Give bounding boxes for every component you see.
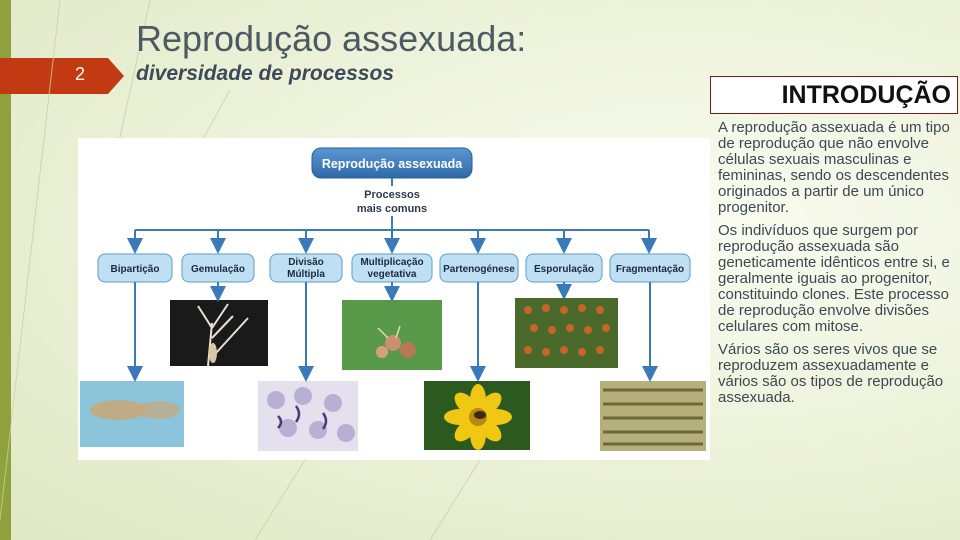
svg-text:Divisão: Divisão (288, 257, 324, 268)
process-node-fragmentacao: Fragmentação (609, 253, 691, 283)
branch-arrows (127, 230, 657, 254)
svg-text:Múltipla: Múltipla (287, 269, 325, 280)
connector-label-line1: Processos (364, 189, 420, 201)
process-node-biparticao: Bipartição (97, 253, 173, 283)
photo-fern-sori (515, 298, 618, 368)
svg-text:Multiplicação: Multiplicação (360, 257, 423, 268)
root-label: Reprodução assexuada (322, 157, 463, 171)
svg-text:Fragmentação: Fragmentação (616, 264, 684, 275)
process-node-divisao-multipla: Divisão Múltipla (269, 253, 343, 283)
photo-hydra-budding (170, 300, 268, 367)
svg-text:Partenogénese: Partenogénese (443, 264, 515, 275)
asexual-reproduction-diagram: Reprodução assexuada Processos mais comu… (78, 138, 710, 460)
process-node-esporulacao: Esporulação (525, 253, 603, 283)
photo-paramecium (80, 381, 184, 447)
paragraph-definition: A reprodução assexuada é um tipo de repr… (718, 119, 950, 216)
svg-text:Esporulação: Esporulação (534, 264, 594, 275)
photo-bee-flower (424, 381, 530, 450)
slide-number-arrow (108, 58, 124, 94)
process-node-gemulacao: Gemulação (181, 253, 255, 283)
slide-subtitle: diversidade de processos (136, 62, 394, 85)
root-node: Reprodução assexuada (311, 147, 473, 179)
slide-title: Reprodução assexuada: (136, 18, 527, 59)
process-node-multiplicacao-vegetativa: Multiplicação vegetativa (351, 253, 433, 283)
slide-number: 2 (74, 64, 85, 84)
svg-text:vegetativa: vegetativa (368, 269, 417, 280)
connector-label-line2: mais comuns (357, 203, 427, 215)
intro-heading: INTRODUÇÃO (781, 81, 951, 109)
photo-spirogyra-filaments (600, 381, 706, 451)
svg-text:Bipartição: Bipartição (111, 264, 160, 275)
photo-connector-arrows (127, 282, 658, 382)
intro-body: A reprodução assexuada é um tipo de repr… (718, 120, 958, 413)
paragraph-clones: Os indivíduos que surgem por reprodução … (718, 222, 950, 335)
intro-heading-box: INTRODUÇÃO (710, 76, 958, 114)
process-node-partenogenese: Partenogénese (439, 253, 519, 283)
photo-plasmodium-cells (258, 381, 358, 451)
svg-text:Gemulação: Gemulação (191, 264, 245, 275)
paragraph-diversity: Vários são os seres vivos que se reprodu… (718, 341, 944, 406)
photo-vegetative-plant (342, 300, 442, 370)
